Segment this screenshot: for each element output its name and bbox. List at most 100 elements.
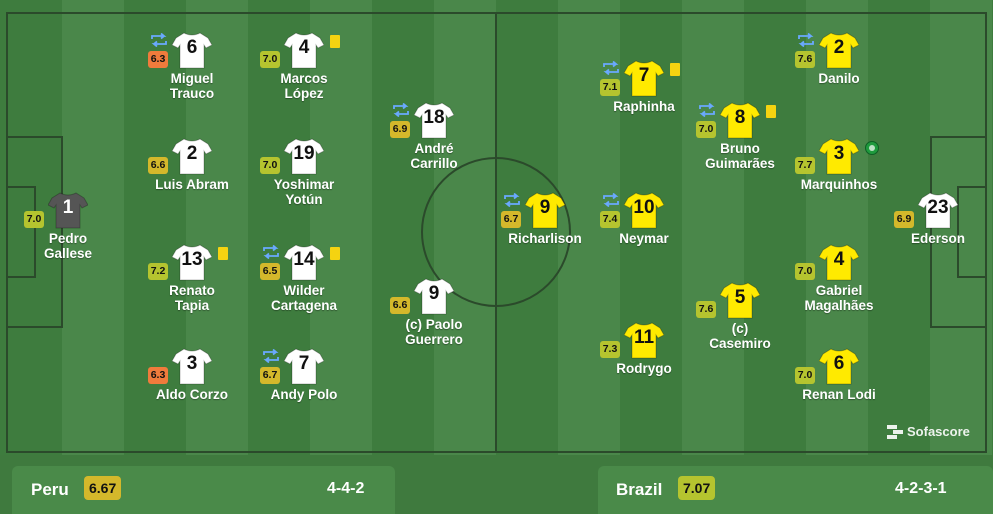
player-rating: 7.2	[148, 263, 168, 280]
player-name: (c) Paolo Guerrero	[405, 317, 463, 347]
player-name: Marquinhos	[800, 177, 878, 192]
jersey-icon: 9	[525, 191, 565, 229]
player-rating: 6.6	[148, 157, 168, 174]
jersey-icon: 4	[819, 243, 859, 281]
jersey-number: 11	[633, 327, 655, 348]
player-name: André Carrillo	[410, 141, 458, 171]
jersey-icon: 3	[172, 347, 212, 385]
jersey-icon: 2	[172, 137, 212, 175]
player-name: (c) Casemiro	[709, 321, 771, 351]
player-rating: 6.3	[148, 367, 168, 384]
player-name: Luis Abram	[155, 177, 229, 192]
substitution-icon	[391, 102, 411, 118]
jersey-icon: 6	[819, 347, 859, 385]
jersey-number: 10	[633, 197, 655, 218]
jersey-icon: 8	[720, 101, 760, 139]
player-name: Bruno Guimarães	[705, 141, 775, 171]
player-name: Neymar	[619, 231, 669, 246]
player-away-5[interactable]: 5 7.6 (c) Casemiro	[690, 281, 790, 365]
player-name: Renato Tapia	[169, 283, 215, 313]
yellow-card-icon	[218, 247, 228, 260]
jersey-number: 6	[833, 353, 845, 374]
player-rating: 6.3	[148, 51, 168, 68]
player-name: Pedro Gallese	[43, 231, 93, 261]
jersey-number: 6	[186, 37, 198, 58]
yellow-card-icon	[330, 247, 340, 260]
player-name: Gabriel Magalhães	[804, 283, 874, 313]
home-team-bar[interactable]: Peru 6.67 4-4-2	[12, 466, 395, 514]
player-rating: 6.7	[260, 367, 280, 384]
away-team-rating: 7.07	[678, 476, 716, 500]
jersey-icon: 23	[918, 191, 958, 229]
jersey-icon: 11	[624, 321, 664, 359]
home-formation: 4-4-2	[327, 480, 365, 497]
jersey-icon: 19	[284, 137, 324, 175]
left-goal-box	[6, 186, 36, 278]
jersey-number: 4	[833, 249, 845, 270]
player-rating: 6.6	[390, 297, 410, 314]
jersey-icon: 7	[284, 347, 324, 385]
jersey-icon: 2	[819, 31, 859, 69]
substitution-icon	[149, 32, 169, 48]
home-team-rating: 6.67	[84, 476, 122, 500]
player-name: Rodrygo	[616, 361, 672, 376]
jersey-icon: 4	[284, 31, 324, 69]
player-rating: 7.0	[24, 211, 44, 228]
jersey-number: 2	[833, 37, 845, 58]
right-goal-box	[957, 186, 987, 278]
jersey-number: 5	[734, 287, 746, 308]
player-name: Miguel Trauco	[169, 71, 215, 101]
substitution-icon	[502, 192, 522, 208]
jersey-number: 8	[734, 107, 746, 128]
jersey-icon: 1	[48, 191, 88, 229]
jersey-icon: 5	[720, 281, 760, 319]
home-team-name: Peru	[31, 480, 69, 499]
jersey-number: 23	[927, 197, 949, 218]
player-name: Wilder Cartagena	[270, 283, 338, 313]
away-team-bar[interactable]: Brazil 7.07 4-2-3-1	[598, 466, 993, 514]
jersey-icon: 10	[624, 191, 664, 229]
player-name: Yoshimar Yotún	[273, 177, 335, 207]
player-rating: 7.4	[600, 211, 620, 228]
yellow-card-icon	[330, 35, 340, 48]
player-rating: 7.0	[795, 367, 815, 384]
jersey-number: 13	[181, 249, 203, 270]
jersey-number: 18	[423, 107, 445, 128]
goal-icon	[865, 141, 879, 155]
player-rating: 6.9	[390, 121, 410, 138]
player-rating: 7.6	[696, 301, 716, 318]
jersey-number: 3	[186, 353, 198, 374]
jersey-icon: 3	[819, 137, 859, 175]
player-name: Renan Lodi	[802, 387, 876, 402]
player-rating: 7.0	[795, 263, 815, 280]
brand-label: Sofascore	[907, 424, 970, 439]
away-formation: 4-2-3-1	[895, 480, 947, 497]
player-rating: 6.5	[260, 263, 280, 280]
player-name: Danilo	[818, 71, 860, 86]
yellow-card-icon	[670, 63, 680, 76]
player-rating: 7.1	[600, 79, 620, 96]
player-rating: 7.6	[795, 51, 815, 68]
